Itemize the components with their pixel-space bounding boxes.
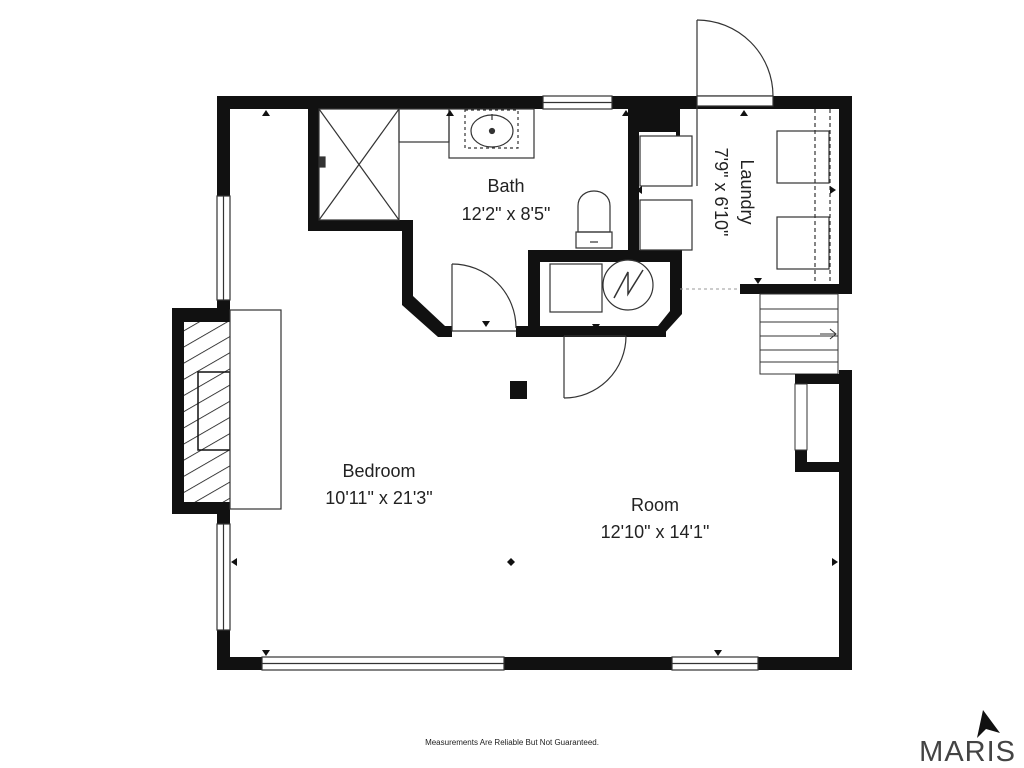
windows [216,95,759,671]
room-name: Room [631,495,679,515]
laundry-fixtures [639,109,831,284]
bedroom-name: Bedroom [342,461,415,481]
laundry-name: Laundry [737,159,757,224]
bedroom-dims: 10'11" x 21'3" [325,488,432,508]
brand-wordmark: MARIS [919,736,1016,768]
door-exterior-laundry [696,19,774,186]
hearth [229,309,282,510]
toilet [575,190,613,249]
shower [318,108,450,221]
door-bath [451,263,517,331]
compass-arrow-icon [977,710,1000,738]
utility-closet [528,250,682,336]
laundry-dims: 7'9" x 6'10" [711,148,731,237]
dimension-markers [231,110,838,656]
door-utility [563,335,627,399]
brand-logo: MARIS [919,710,1016,768]
support-column [510,381,527,399]
room-dims: 12'10" x 14'1" [601,522,710,542]
stairs [759,293,839,375]
doors [451,19,774,399]
bath-dims: 12'2" x 8'5" [462,204,551,224]
bath-name: Bath [487,176,524,196]
wall-nook [794,374,839,472]
room-labels: Bath 12'2" x 8'5" Laundry 7'9" x 6'10" B… [325,148,757,542]
fireplace [172,308,282,514]
measurement-disclaimer: Measurements Are Reliable But Not Guaran… [425,738,599,747]
bath-walls [308,96,680,337]
bath-sink [448,108,535,159]
